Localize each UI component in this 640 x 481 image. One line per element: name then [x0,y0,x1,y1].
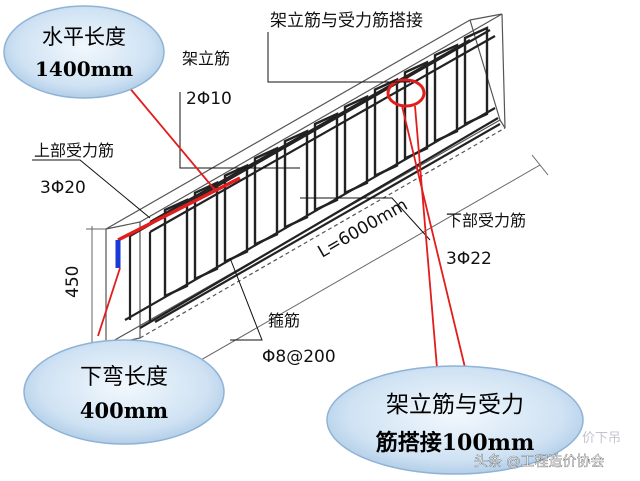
stirrup [223,163,249,264]
watermark: 头条 @工程造价协会 [474,453,604,470]
stirrup [373,77,399,178]
highlighted-top-bar [115,176,241,268]
bend-length-value: 400mm [80,398,168,423]
horizontal-length-bubble: 水平长度 1400mm [3,5,165,99]
stirrup [313,112,339,212]
erect-bar-label: 架立筋 [182,49,230,68]
lap-length-bubble: 架立筋与受力 筋搭接100mm [326,365,584,475]
top-bar-spec: 3Φ20 [40,178,86,198]
longitudinal-bars [124,29,501,329]
bend-length-bubble: 下弯长度 400mm [23,339,225,445]
top-bar-label: 上部受力筋 [34,141,114,160]
erect-bar-spec: 2Φ10 [186,89,232,109]
stirrup [403,60,429,161]
stirrup [463,26,489,126]
faded-watermark: 价下吊 [582,431,621,446]
stirrup [283,129,309,230]
leader-lines [32,32,431,341]
horizontal-length-title: 水平长度 [42,25,126,49]
stirrup [253,146,279,247]
stirrups [163,26,489,298]
stirrup [433,43,459,144]
stirrup [163,198,189,298]
height-dimension [86,226,106,346]
stirrup [343,94,369,195]
lap-length-value: 筋搭接100mm [375,430,534,456]
bottom-bar-spec: 3Φ22 [446,249,492,269]
bottom-bar-label: 下部受力筋 [446,211,526,230]
height-label: 450 [63,266,83,298]
stirrup-spec: Φ8@200 [262,347,336,367]
bend-length-title: 下弯长度 [80,365,168,390]
lap-length-title: 架立筋与受力 [386,392,524,418]
horizontal-length-value: 1400mm [35,57,133,81]
stirrup [193,180,219,281]
callout-leaders [97,85,469,381]
stirrup-label: 箍筋 [268,311,300,330]
lap-label: 架立筋与受力筋搭接 [270,11,423,31]
lap-highlight-circle [386,78,426,108]
